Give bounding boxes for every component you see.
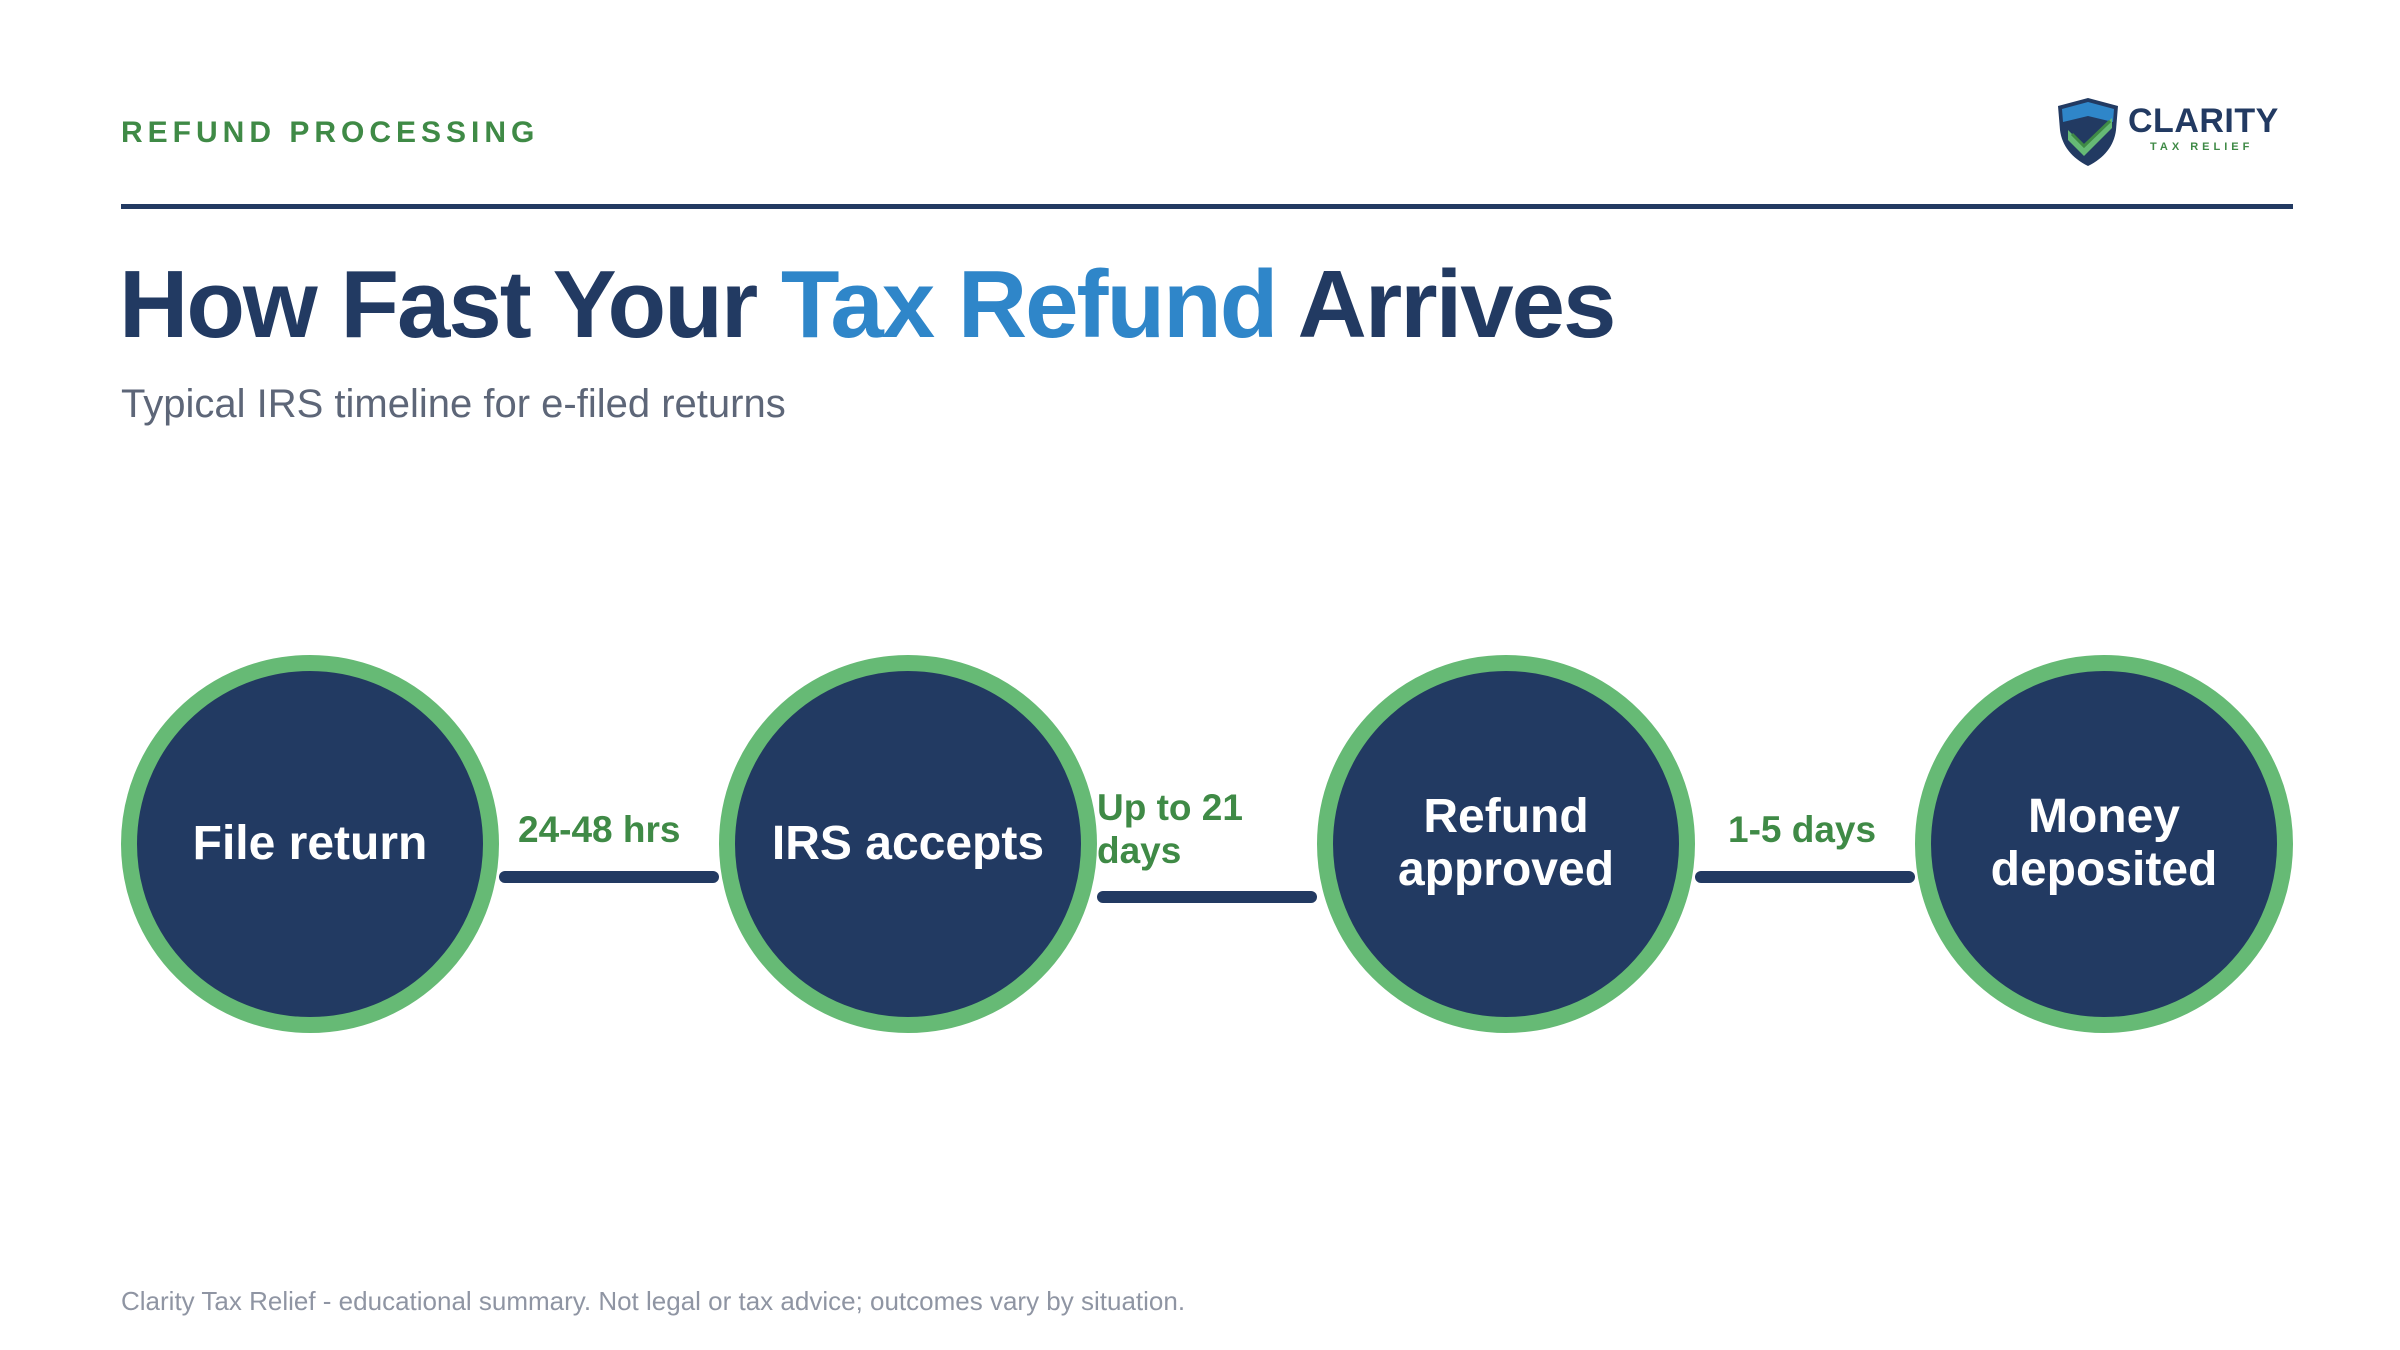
duration-label: 1-5 days [1728, 809, 1877, 850]
timeline-step-refund-approved: Refund approved [1317, 655, 1695, 1033]
title-part-2: Arrives [1276, 251, 1617, 358]
step-label: Refund approved [1397, 790, 1615, 896]
title-accent: Tax Refund [780, 251, 1279, 358]
timeline-step-file-return: File return [121, 655, 499, 1033]
duration-label: Up to 21 days [1097, 787, 1243, 871]
duration-label: 24-48 hrs [518, 809, 681, 850]
page-title: How Fast Your Tax Refund Arrives [119, 251, 1617, 358]
timeline-connector [1097, 891, 1317, 903]
logo-wordmark: CLARITY [2128, 102, 2279, 140]
clarity-logo: CLARITY TAX RELIEF [2052, 96, 2292, 168]
section-eyebrow: REFUND PROCESSING [121, 116, 540, 149]
timeline-connector [1695, 871, 1915, 883]
timeline-step-money-deposited: Money deposited [1915, 655, 2293, 1033]
header-divider [121, 204, 2293, 209]
shield-check-icon [2058, 98, 2118, 166]
timeline-step-irs-accepts: IRS accepts [719, 655, 1097, 1033]
disclaimer-footer: Clarity Tax Relief - educational summary… [121, 1286, 1186, 1316]
step-label: IRS accepts [771, 816, 1045, 870]
logo-tagline: TAX RELIEF [2150, 141, 2254, 153]
step-label: File return [192, 816, 428, 870]
page-subtitle: Typical IRS timeline for e-filed returns [121, 382, 786, 426]
timeline-connector [499, 871, 719, 883]
title-part-1: How Fast Your [119, 251, 781, 358]
step-label: Money deposited [1990, 790, 2218, 896]
